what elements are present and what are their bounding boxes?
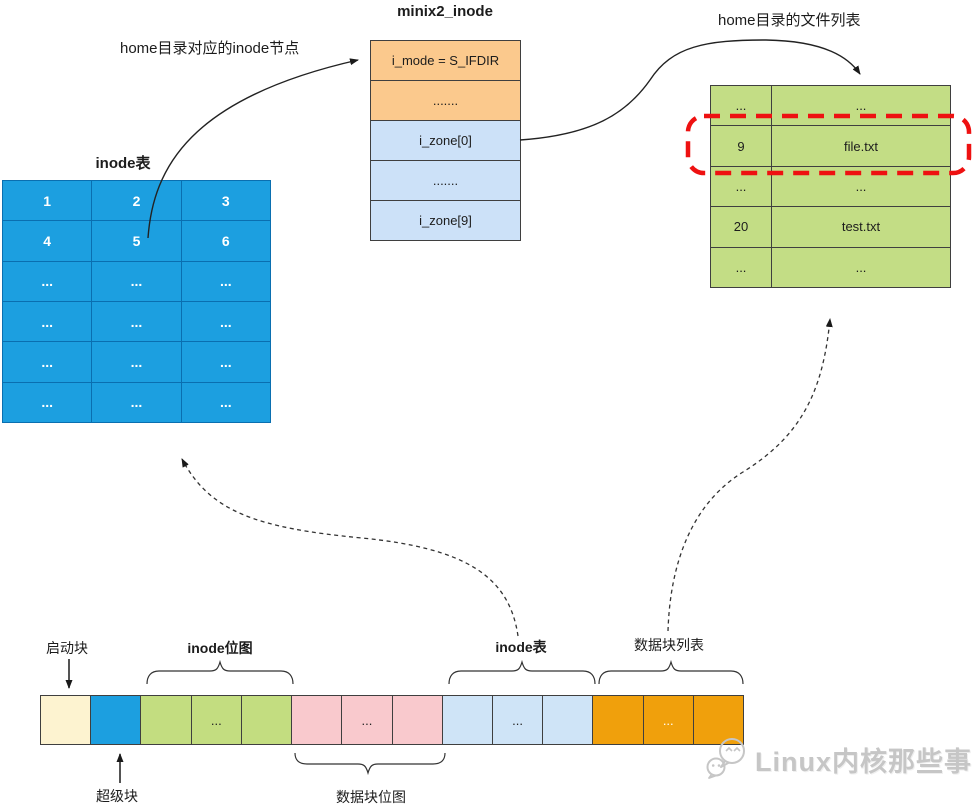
file-list-name: test.txt [772,207,950,247]
inode-table-cell: 3 [181,181,270,221]
inode-table-cell: ... [181,301,270,342]
label-super-block: 超级块 [96,788,138,804]
watermark: Linux内核那些事 [704,736,972,782]
wechat-logo-icon [706,738,745,779]
minix2-inode-struct: i_mode = S_IFDIR ....... i_zone[0] .....… [370,40,521,241]
minix2-inode-title: minix2_inode [397,3,493,20]
file-list-name: file.txt [772,126,950,166]
data-block-cell: ... [643,696,694,744]
minix2-field-imode: i_mode = S_IFDIR [371,41,520,80]
inode-table-cell: 6 [181,221,270,261]
label-data-block-list: 数据块列表 [634,637,704,653]
data-bitmap-cell: ... [342,696,393,744]
brace-data-block-list [598,659,744,685]
inode-table-cell: ... [92,301,181,342]
file-list-inode: ... [711,86,771,126]
inode-table-cell-strip: ... [492,696,544,744]
inode-table-cell: ... [3,261,92,301]
file-list-name: ... [772,247,950,287]
annotation-home-file-list: home目录的文件列表 [718,12,861,29]
inode-bitmap-cell [141,696,192,744]
minix2-field-dots: ....... [371,81,520,120]
inode-table-cell: ... [3,342,92,382]
minix2-field-dots: ....... [371,161,520,200]
disk-layout-strip: ... ... ... ... [40,695,744,745]
data-block-cell [693,696,744,744]
data-bitmap-cell [292,696,343,744]
inode-table-cell: ... [181,382,270,422]
inode-table: 1 2 3 4 5 6 ... ... ... ... ... ... ... … [2,180,271,423]
super-block-cell [91,696,142,744]
inode-table-cell: ... [92,342,181,382]
brace-inode-bitmap [146,659,294,685]
label-inode-bitmap: inode位图 [187,640,253,656]
inode-table-cell: ... [3,301,92,342]
inode-table-cell: ... [181,261,270,301]
inode-table-cell: ... [92,261,181,301]
dashed-arrow-to-filelist [667,318,833,632]
inode-bitmap-cell: ... [191,696,242,744]
label-inode-table-strip: inode表 [495,639,547,655]
dashed-arrow-to-inode-table [181,458,519,637]
data-bitmap-cell [392,696,443,744]
file-list-name: ... [772,166,950,207]
inode-table-cell: 5 [92,221,181,261]
inode-table-cell: 2 [92,181,181,221]
minix2-field-izone9: i_zone[9] [371,201,520,240]
file-list-inode: ... [711,247,771,287]
inode-bitmap-cell [241,696,293,744]
brace-inode-table [448,659,596,685]
inode-table-cell: ... [92,382,181,422]
label-data-bitmap: 数据块位图 [336,789,406,805]
inode-table-cell: ... [181,342,270,382]
minix2-field-izone0: i_zone[0] [371,121,520,160]
boot-block-cell [41,696,92,744]
inode-table-cell: 4 [3,221,92,261]
inode-table-cell: ... [3,382,92,422]
file-list-inode: ... [711,166,771,207]
file-list-name: ... [772,86,950,126]
inode-table-cell-strip [442,696,493,744]
data-block-cell [593,696,644,744]
watermark-text: Linux内核那些事 [755,746,972,777]
brace-data-bitmap [294,752,446,776]
file-list-inode: 9 [711,126,771,166]
inode-table-cell: 1 [3,181,92,221]
annotation-inode-node: home目录对应的inode节点 [120,40,300,57]
inode-table-title: inode表 [95,155,151,172]
label-boot-block: 启动块 [46,640,88,656]
inode-table-cell-strip [543,696,594,744]
file-list-inode: 20 [711,207,771,247]
file-list-table: ... ... 9 file.txt ... ... 20 test.txt .… [710,85,951,288]
